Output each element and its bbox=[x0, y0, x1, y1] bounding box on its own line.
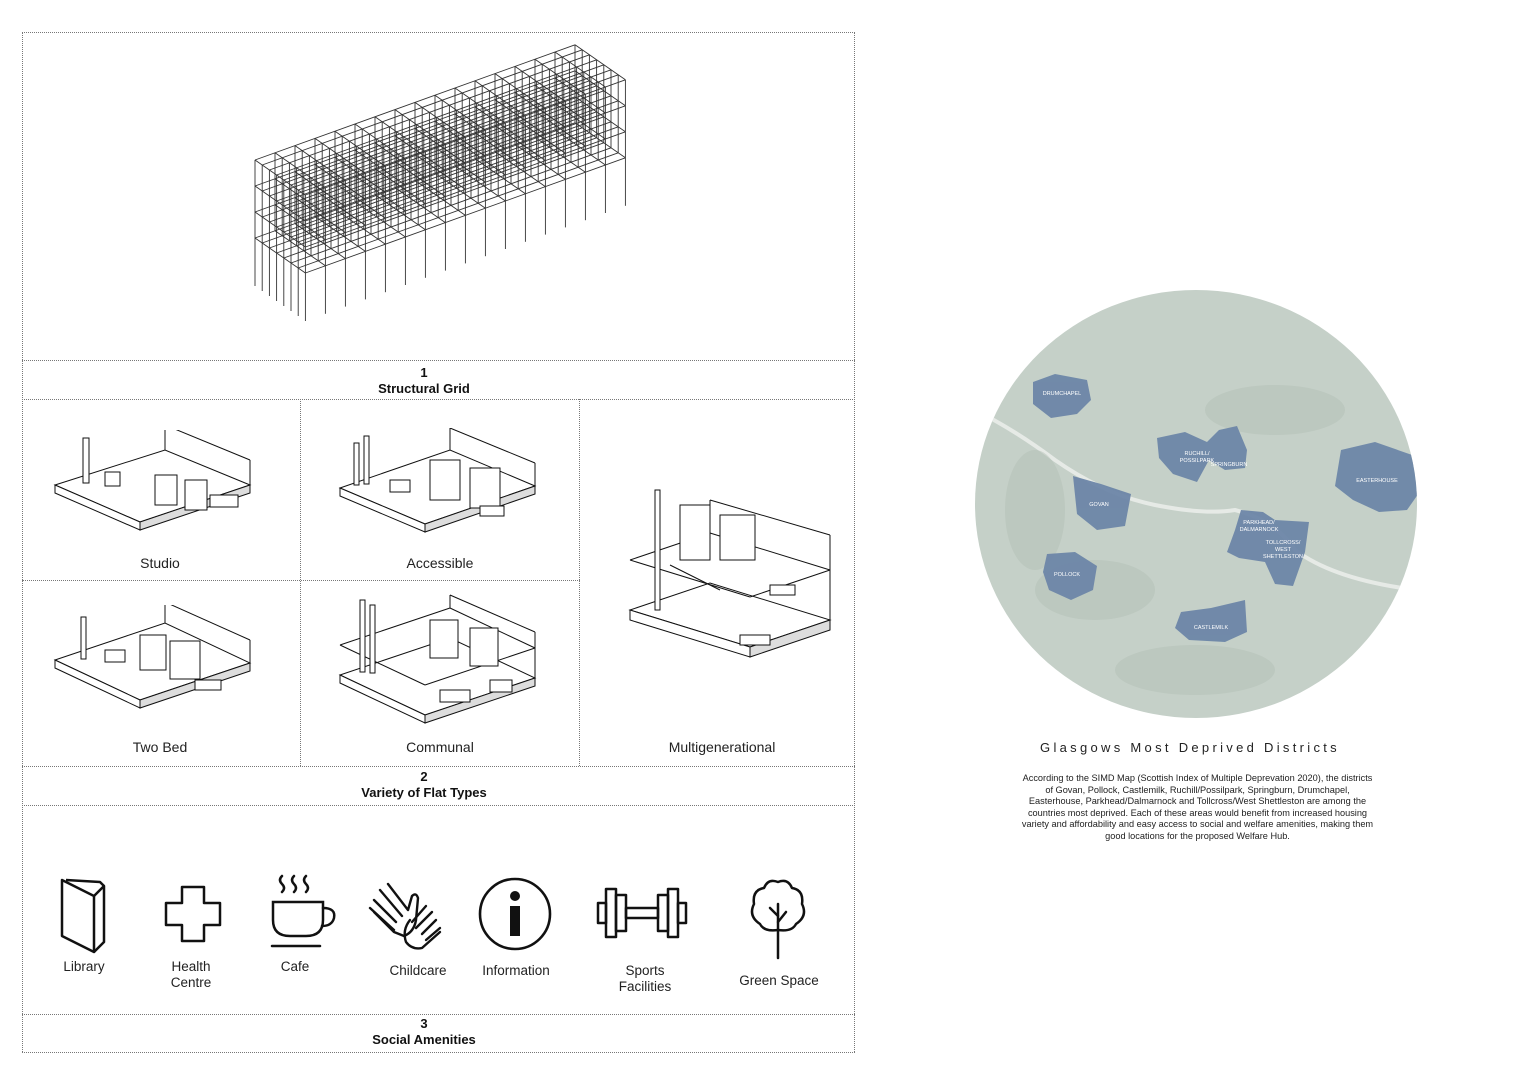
district-castlemilk bbox=[1175, 600, 1247, 642]
divider bbox=[579, 399, 580, 766]
coffee-cup-icon bbox=[270, 874, 336, 948]
divider bbox=[22, 360, 855, 361]
glasgow-district-map: DRUMCHAPEL RUCHILL/ POSSILPARK SPRINGBUR… bbox=[975, 290, 1417, 718]
divider bbox=[22, 580, 580, 581]
frame-bottom bbox=[22, 1052, 855, 1053]
structural-grid-number: 1 bbox=[420, 365, 428, 380]
amenity-childcare: Childcare bbox=[389, 963, 447, 978]
accessible-flat-illustration bbox=[338, 428, 537, 533]
divider bbox=[300, 399, 301, 766]
label-castlemilk: CASTLEMILK bbox=[1194, 625, 1229, 631]
communal-flat-illustration bbox=[338, 594, 537, 724]
hands-icon bbox=[368, 882, 442, 950]
flat-types-title: Variety of Flat Types bbox=[361, 785, 487, 800]
divider bbox=[22, 805, 855, 806]
label-pollock: POLLOCK bbox=[1054, 572, 1080, 578]
district-parkhead-tollcross bbox=[1227, 510, 1309, 586]
district-drumchapel bbox=[1033, 374, 1091, 418]
label-possilpark: POSSILPARK bbox=[1180, 458, 1215, 464]
social-amenities-title: Social Amenities bbox=[372, 1032, 476, 1047]
frame-right bbox=[854, 32, 855, 1052]
multigenerational-flat-illustration bbox=[628, 489, 832, 658]
structural-grid-illustration bbox=[254, 44, 626, 321]
amenity-sports-facilities: Sports Facilities bbox=[618, 963, 672, 994]
amenity-library: Library bbox=[63, 959, 105, 974]
flat-type-multigenerational: Multigenerational bbox=[668, 739, 776, 755]
flat-types-number: 2 bbox=[420, 769, 428, 784]
dumbbell-icon bbox=[596, 887, 688, 939]
information-icon bbox=[478, 877, 552, 951]
frame-left bbox=[22, 32, 23, 1052]
frame-top bbox=[22, 32, 855, 33]
amenity-cafe: Cafe bbox=[280, 959, 310, 974]
flat-type-two-bed: Two Bed bbox=[132, 739, 188, 755]
divider bbox=[22, 766, 855, 767]
label-west: WEST bbox=[1275, 547, 1292, 553]
flat-type-studio: Studio bbox=[140, 555, 180, 571]
label-tollcross: TOLLCROSS/ bbox=[1266, 540, 1301, 546]
flat-type-communal: Communal bbox=[406, 739, 474, 755]
health-cross-icon bbox=[164, 885, 222, 943]
tree-icon bbox=[750, 879, 806, 960]
river-clyde bbox=[975, 408, 1417, 592]
label-easterhouse: EASTERHOUSE bbox=[1356, 478, 1398, 484]
label-dalmarnock: DALMARNOCK bbox=[1240, 527, 1279, 533]
social-amenities-number: 3 bbox=[420, 1016, 428, 1031]
label-shettleston: SHETTLESTON bbox=[1263, 554, 1303, 560]
studio-flat-illustration bbox=[53, 430, 252, 531]
label-parkhead: PARKHEAD/ bbox=[1243, 520, 1275, 526]
label-govan: GOVAN bbox=[1089, 502, 1108, 508]
map-title: Glasgows Most Deprived Districts bbox=[1040, 740, 1340, 755]
book-icon bbox=[60, 878, 106, 954]
district-pollock bbox=[1043, 552, 1097, 600]
divider bbox=[22, 399, 855, 400]
district-easterhouse bbox=[1335, 442, 1417, 512]
label-ruchill: RUCHILL/ bbox=[1184, 451, 1210, 457]
flat-type-accessible: Accessible bbox=[406, 555, 474, 571]
district-govan bbox=[1073, 476, 1131, 530]
amenity-green-space: Green Space bbox=[739, 973, 819, 988]
divider bbox=[22, 1014, 855, 1015]
two-bed-flat-illustration bbox=[53, 605, 252, 709]
structural-grid-title: Structural Grid bbox=[378, 381, 470, 396]
district-ruchill-possilpark bbox=[1157, 426, 1247, 482]
label-springburn: SPRINGBURN bbox=[1211, 462, 1248, 468]
map-description: According to the SIMD Map (Scottish Inde… bbox=[1021, 773, 1374, 841]
amenity-information: Information bbox=[482, 963, 550, 978]
label-drumchapel: DRUMCHAPEL bbox=[1043, 391, 1082, 397]
amenity-health-centre: Health Centre bbox=[170, 959, 212, 990]
